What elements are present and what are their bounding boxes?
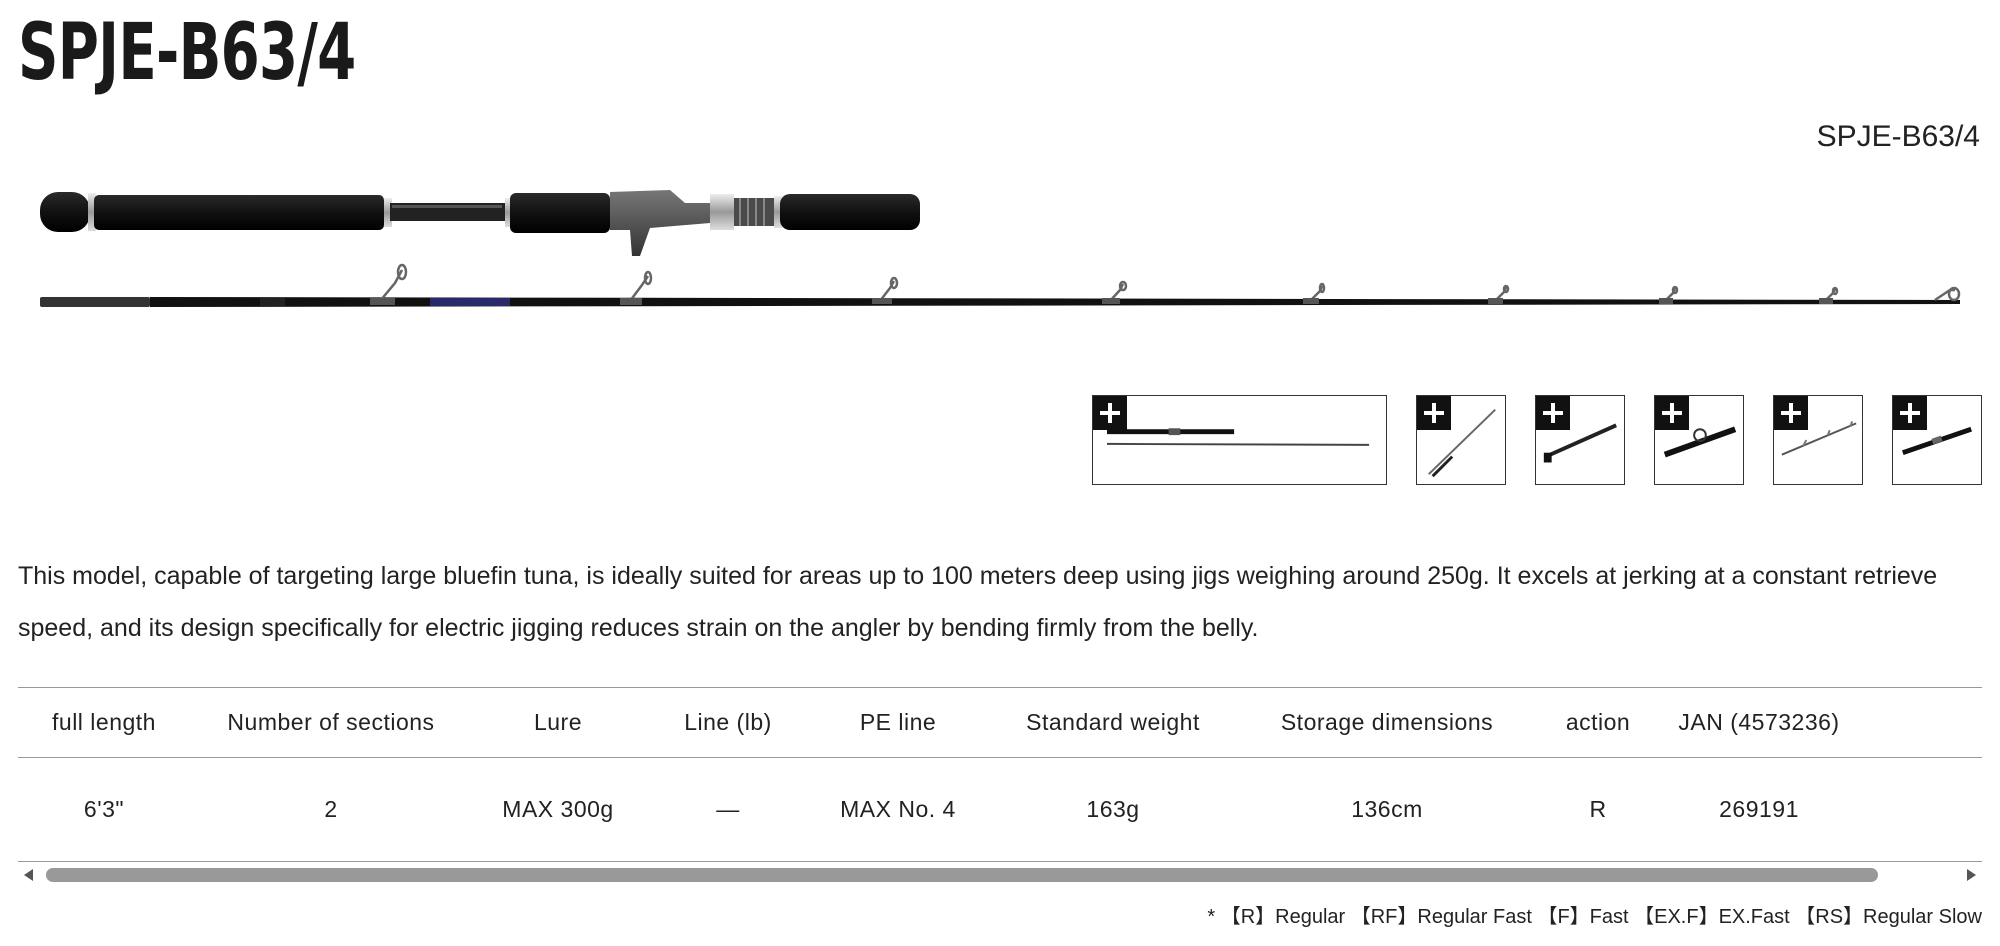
tip-thumbnail-image <box>1428 408 1496 478</box>
header-pe-line: PE line <box>859 709 937 735</box>
thumb-butt[interactable] <box>1892 395 1982 485</box>
page-title: SPJE-B63/4 <box>18 8 356 98</box>
thumbnail-strip <box>1092 395 1982 485</box>
plus-icon <box>1093 396 1127 430</box>
plus-icon <box>1417 396 1451 430</box>
header-line-lb: Line (lb) <box>684 709 772 735</box>
action-legend-footnote: * 【R】Regular 【RF】Regular Fast 【F】Fast 【E… <box>1207 906 1982 928</box>
cell-line-lb: — <box>716 796 740 822</box>
full-rod-thumbnail-image <box>1107 428 1370 446</box>
cell-jan: 269191 <box>1719 796 1799 822</box>
spec-header-row: full length Number of sections Lure Line… <box>18 687 1982 758</box>
plus-icon <box>1774 396 1808 430</box>
cell-storage-dimensions: 136cm <box>1351 796 1423 822</box>
cell-action: R <box>1589 796 1607 822</box>
rod-main-image <box>40 190 1961 307</box>
table-row: 6'3" 2 MAX 300g — MAX No. 4 163g 136cm R… <box>18 758 1982 862</box>
header-standard-weight: Standard weight <box>1026 709 1200 735</box>
header-jan: JAN (4573236) <box>1678 709 1840 735</box>
cell-spacer <box>1854 758 1982 862</box>
scroll-right-arrow-icon[interactable] <box>1967 869 1976 881</box>
model-label: SPJE-B63/4 <box>1816 120 1980 153</box>
blank-thumbnail-image <box>1543 423 1617 463</box>
product-description: This model, capable of targeting large b… <box>18 562 1938 642</box>
plus-icon <box>1655 396 1689 430</box>
cell-lure: MAX 300g <box>502 796 614 822</box>
cell-full-length: 6'3" <box>83 796 125 822</box>
thumb-blank[interactable] <box>1535 395 1625 485</box>
thumb-guides[interactable] <box>1773 395 1863 485</box>
thumb-tip[interactable] <box>1416 395 1506 485</box>
thumb-full-rod[interactable] <box>1092 395 1387 485</box>
header-number-of-sections: Number of sections <box>227 709 435 735</box>
header-action: action <box>1565 709 1631 735</box>
scroll-thumb[interactable] <box>46 868 1878 882</box>
header-spacer <box>1854 688 1982 758</box>
butt-thumbnail-image <box>1901 426 1973 456</box>
thumb-reel-seat[interactable] <box>1654 395 1744 485</box>
scroll-track[interactable] <box>40 868 1960 882</box>
plus-icon <box>1893 396 1927 430</box>
header-storage-dimensions: Storage dimensions <box>1280 709 1494 735</box>
cell-standard-weight: 163g <box>1086 796 1140 822</box>
table-horizontal-scrollbar[interactable] <box>18 864 1982 886</box>
plus-icon <box>1536 396 1570 430</box>
guides-thumbnail-image <box>1781 421 1857 456</box>
reel-seat-thumbnail-image <box>1663 426 1737 458</box>
header-lure: Lure <box>533 709 583 735</box>
cell-pe-line: MAX No. 4 <box>840 796 956 822</box>
cell-number-of-sections: 2 <box>324 796 338 822</box>
scroll-left-arrow-icon[interactable] <box>24 869 33 881</box>
spec-table: full length Number of sections Lure Line… <box>18 687 1982 862</box>
header-full-length: full length <box>52 709 156 735</box>
